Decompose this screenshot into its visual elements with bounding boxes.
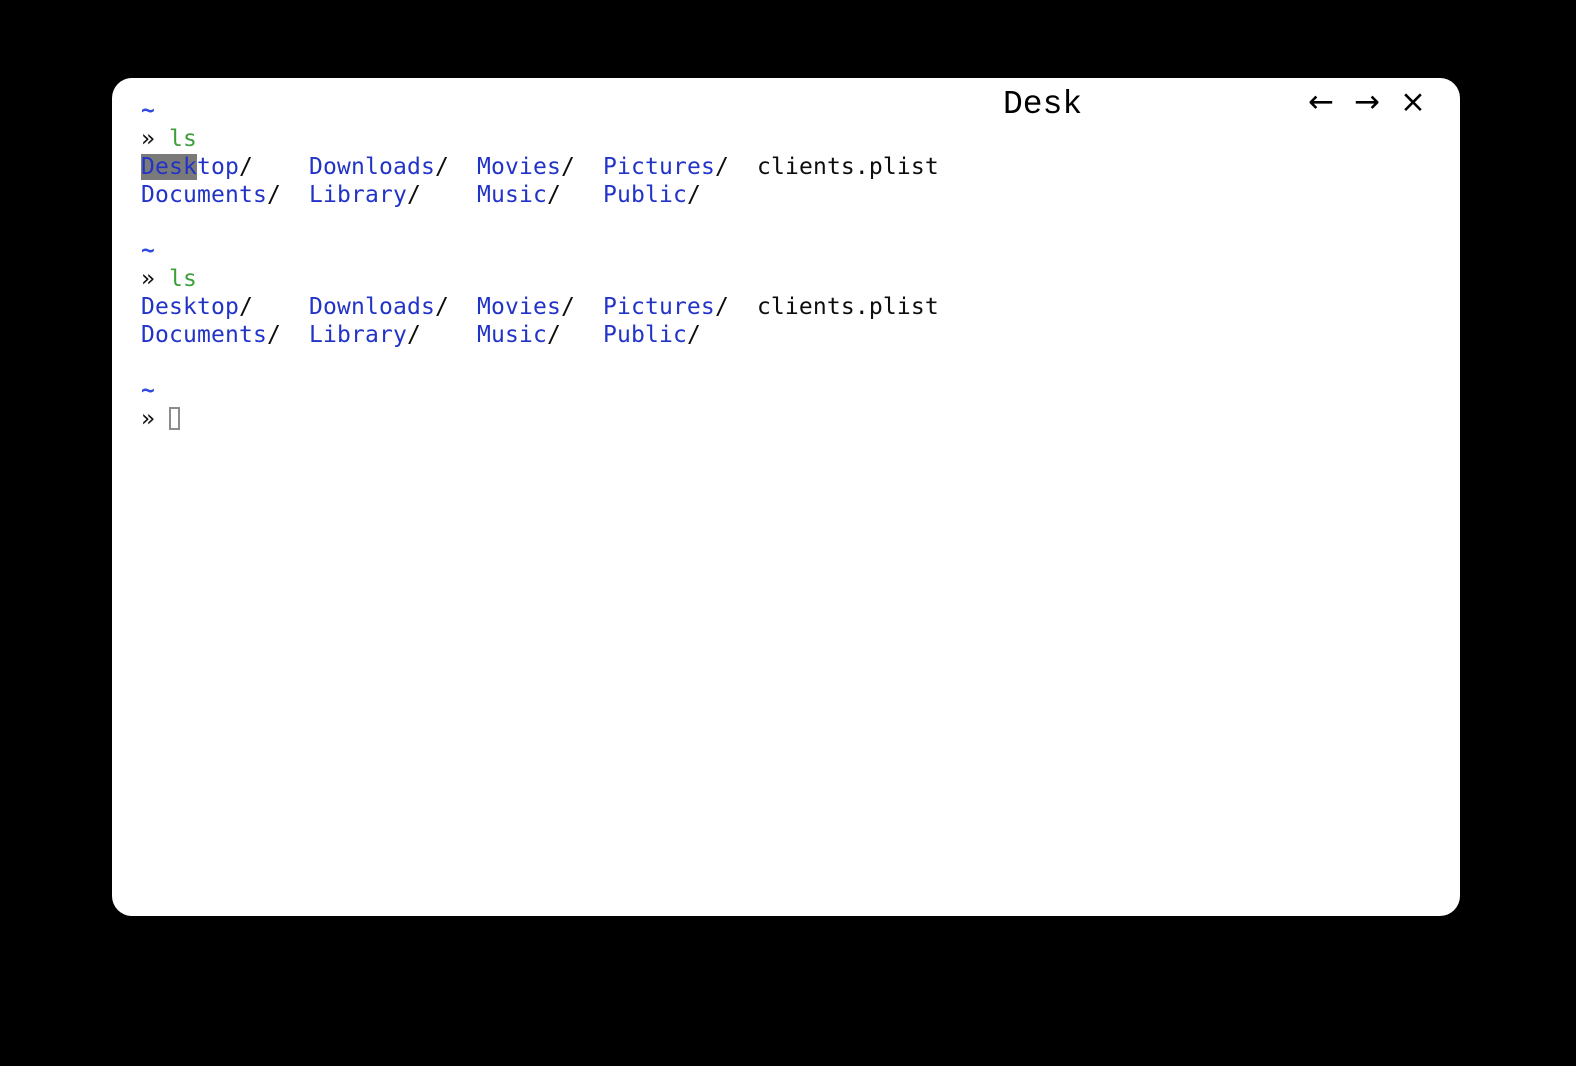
terminal-line: Documents/ Library/ Music/ Public/ xyxy=(141,181,1450,209)
text-segment: / xyxy=(266,182,309,208)
find-close-button[interactable]: × xyxy=(1400,87,1426,118)
text-segment: ~ xyxy=(141,98,155,124)
find-buttons: ← → × xyxy=(1308,87,1426,118)
find-query-input[interactable]: Desk xyxy=(1003,86,1083,123)
text-segment: » xyxy=(141,126,169,152)
text-segment: » xyxy=(141,266,169,292)
terminal-line xyxy=(141,209,1450,237)
text-segment: / xyxy=(714,294,757,320)
find-next-button[interactable]: → xyxy=(1354,87,1380,118)
close-icon: × xyxy=(1400,84,1426,120)
text-segment: / xyxy=(238,294,309,320)
text-segment: / xyxy=(686,182,701,208)
text-segment: ls xyxy=(169,126,197,152)
search-match-highlight: Desk xyxy=(141,154,197,180)
terminal-line: » ls xyxy=(141,125,1450,153)
terminal-line xyxy=(141,349,1450,377)
text-segment: Desktop xyxy=(141,294,239,320)
text-segment: / xyxy=(560,294,603,320)
text-segment: Pictures xyxy=(602,154,715,180)
terminal-line: ~ xyxy=(141,237,1450,265)
find-previous-button[interactable]: ← xyxy=(1308,87,1334,118)
text-segment: » xyxy=(141,406,169,432)
text-segment: / xyxy=(434,154,477,180)
text-segment: Public xyxy=(602,322,687,348)
text-segment: / xyxy=(434,294,477,320)
text-segment: / xyxy=(546,182,603,208)
terminal-line: Desktop/ Downloads/ Movies/ Pictures/ cl… xyxy=(141,293,1450,321)
text-segment: Public xyxy=(602,182,687,208)
text-segment: / xyxy=(406,182,477,208)
text-segment: / xyxy=(239,154,309,180)
arrow-right-icon: → xyxy=(1354,84,1381,120)
text-segment: / xyxy=(714,154,757,180)
terminal-line: ~ xyxy=(141,377,1450,405)
text-segment: top xyxy=(197,154,239,180)
text-segment: Downloads xyxy=(309,154,435,180)
terminal-line: ~ xyxy=(141,97,1450,125)
text-segment: Library xyxy=(308,322,407,348)
terminal-line: Desktop/ Downloads/ Movies/ Pictures/ cl… xyxy=(141,153,1450,181)
terminal-line: » ls xyxy=(141,265,1450,293)
text-segment: ~ xyxy=(141,378,155,404)
text-segment: Documents xyxy=(141,182,267,208)
text-segment: / xyxy=(266,322,309,348)
text-segment: / xyxy=(546,322,603,348)
text-segment: ~ xyxy=(141,238,155,264)
text-segment: Movies xyxy=(476,294,561,320)
text-segment: / xyxy=(560,154,603,180)
text-segment: Library xyxy=(308,182,407,208)
text-segment: Documents xyxy=(141,322,267,348)
text-segment: Movies xyxy=(476,154,561,180)
text-segment: Pictures xyxy=(602,294,715,320)
text-segment: / xyxy=(406,322,477,348)
text-segment: / xyxy=(686,322,701,348)
text-segment: clients.plist xyxy=(756,294,939,320)
text-segment: Music xyxy=(476,182,547,208)
text-segment: ls xyxy=(169,266,197,292)
arrow-left-icon: ← xyxy=(1308,84,1335,120)
text-segment: clients.plist xyxy=(756,154,939,180)
text-segment: Downloads xyxy=(308,294,435,320)
terminal-line: Documents/ Library/ Music/ Public/ xyxy=(141,321,1450,349)
terminal-line: » xyxy=(141,405,1450,433)
text-segment: Music xyxy=(476,322,547,348)
terminal-cursor xyxy=(169,407,180,430)
